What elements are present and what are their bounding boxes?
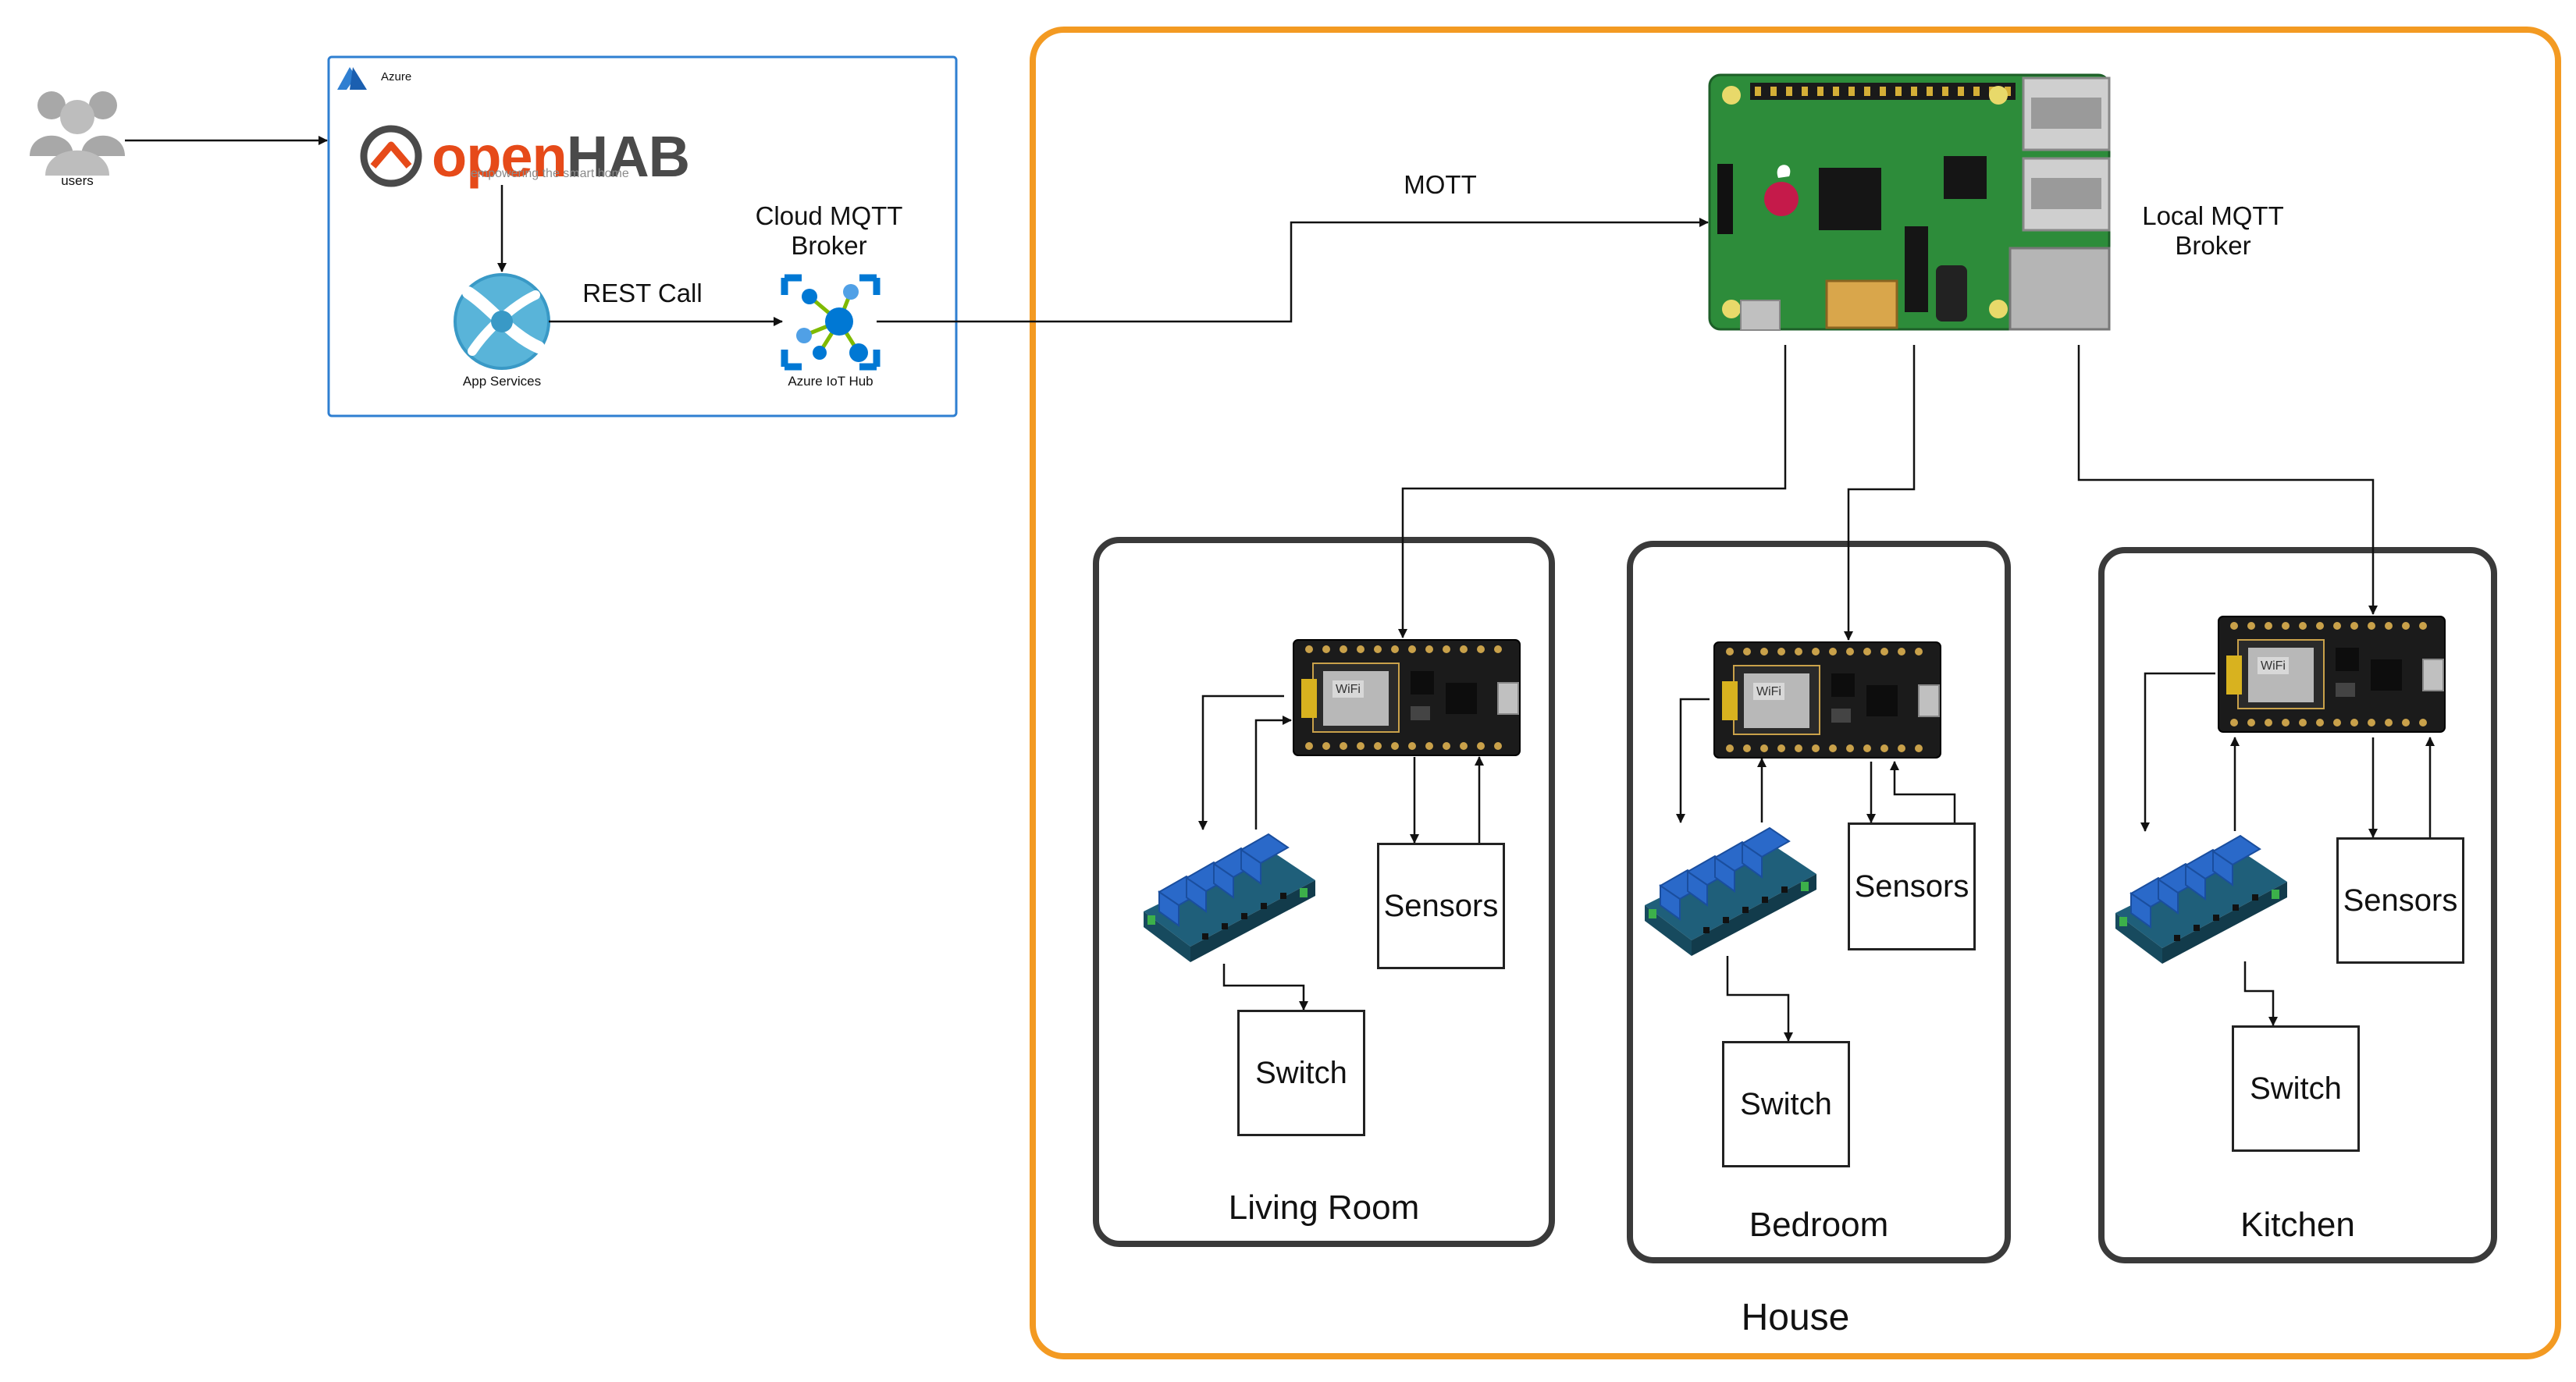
mqtt-label: MOTT: [1404, 170, 1477, 199]
room-kitchen-container: [2098, 547, 2497, 1263]
users-icon: [30, 91, 125, 176]
nodemcu-board-living: [1293, 639, 1521, 756]
switch-box-living: Switch: [1237, 1010, 1365, 1136]
openhab-open: open: [432, 124, 568, 189]
relay-module-kitchen: [2115, 835, 2288, 965]
app-services-icon: [454, 273, 550, 370]
room-title-kitchen: Kitchen: [2240, 1206, 2355, 1244]
room-title-bedroom: Bedroom: [1749, 1206, 1889, 1244]
house-container: [1030, 27, 2561, 1359]
connector-lines: [125, 136, 2435, 1042]
cloud-broker-line1: Cloud MQTT: [755, 201, 903, 230]
room-bedroom-container: [1627, 541, 2011, 1263]
local-broker-label: Local MQTT Broker: [2108, 201, 2318, 261]
room-title-living: Living Room: [1228, 1188, 1420, 1227]
azure-label: Azure: [381, 70, 412, 83]
switch-box-bedroom: Switch: [1722, 1041, 1850, 1167]
app-services-label: App Services: [462, 374, 542, 389]
azure-logo-icon: [337, 67, 367, 90]
openhab-tagline: empowering the smart home: [471, 167, 629, 180]
switch-box-kitchen: Switch: [2232, 1025, 2360, 1152]
cloud-broker-line2: Broker: [791, 230, 867, 260]
nodemcu-board-kitchen: [2218, 616, 2446, 733]
room-living-container: [1093, 537, 1555, 1247]
openhab-wordmark: openHAB: [432, 123, 690, 190]
raspberry-pi-board: [1708, 73, 2111, 331]
iot-hub-label: Azure IoT Hub: [788, 374, 873, 389]
azure-iot-hub-icon: [781, 274, 881, 371]
openhab-hab: HAB: [566, 124, 690, 189]
local-broker-line1: Local MQTT: [2142, 201, 2284, 230]
nodemcu-board-bedroom: [1713, 641, 1941, 759]
rest-call-label: REST Call: [582, 279, 703, 307]
relay-module-living: [1143, 833, 1316, 963]
openhab-logo-icon: [360, 125, 422, 187]
local-broker-line2: Broker: [2175, 230, 2251, 260]
sensors-box-kitchen: Sensors: [2336, 837, 2464, 964]
house-label: House: [1741, 1297, 1850, 1338]
sensors-box-living: Sensors: [1377, 843, 1505, 969]
sensors-box-bedroom: Sensors: [1848, 822, 1976, 950]
users-label: users: [61, 173, 94, 188]
cloud-broker-label: Cloud MQTT Broker: [728, 201, 930, 261]
relay-module-bedroom: [1644, 827, 1817, 957]
